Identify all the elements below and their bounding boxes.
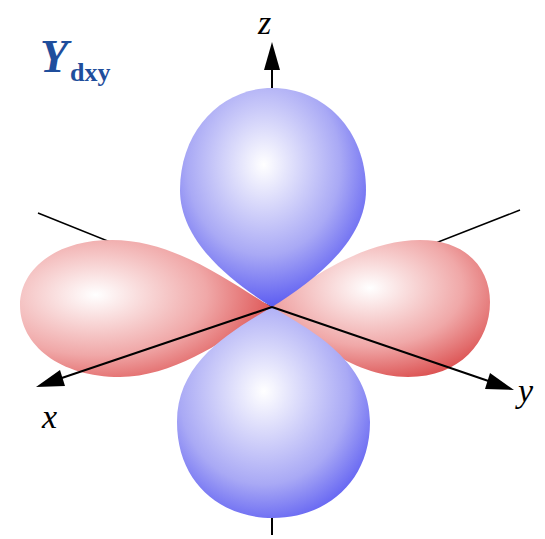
blue-lobe	[180, 88, 366, 307]
y-arrowhead	[485, 373, 514, 390]
z-arrowhead	[264, 42, 280, 70]
axis-label: z	[258, 6, 271, 40]
blue-lobe	[177, 307, 370, 518]
y-axis	[272, 307, 506, 387]
x-axis	[44, 307, 272, 384]
axis-label: x	[42, 400, 57, 434]
axis-label: y	[518, 374, 533, 408]
title-subscript: dxy	[70, 60, 110, 86]
orbital-title: Y	[40, 34, 68, 80]
x-arrowhead	[36, 370, 65, 387]
